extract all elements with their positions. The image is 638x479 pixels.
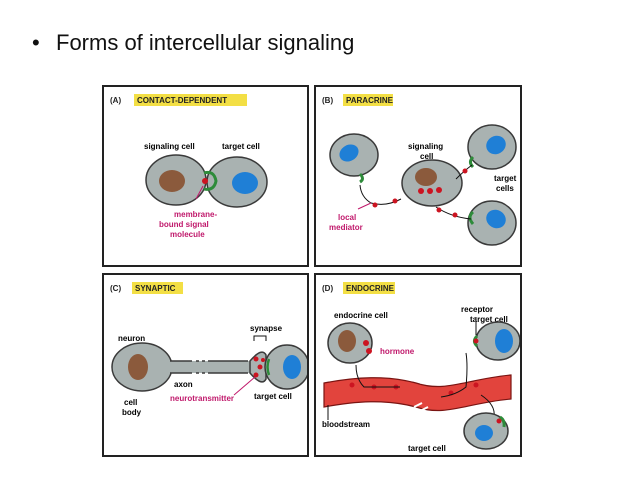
synapse-label: synapse [250, 324, 283, 333]
panel-b-tag: PARACRINE [346, 96, 394, 105]
neurotransmitter-dot [253, 372, 259, 378]
receptor-left [358, 172, 364, 184]
endocrine-nucleus [338, 330, 356, 352]
neurotransmitter-dot [261, 358, 265, 362]
neuron-nucleus [128, 354, 148, 380]
endocrine-cell-label: endocrine cell [334, 311, 388, 320]
panel-endocrine: (D) ENDOCRINE endocrine cell receptor ta… [314, 273, 522, 457]
hormone-dot [366, 348, 372, 354]
synaptic-receptor [266, 358, 271, 376]
local-mediator-label-2: mediator [329, 223, 363, 232]
panel-d-tag: ENDOCRINE [346, 284, 395, 293]
synaptic-target-nucleus [283, 355, 301, 379]
bloodstream [323, 374, 512, 412]
bloodstream-break [413, 374, 429, 412]
panel-c-header-highlight [132, 282, 183, 294]
neurotransmitter-dot [257, 364, 263, 370]
receptor-top [469, 155, 475, 169]
mediator-dot [462, 168, 468, 174]
axon-label: axon [174, 380, 193, 389]
target-cell-nucleus [232, 172, 258, 194]
signal-molecule-label-3: molecule [170, 230, 205, 239]
mediator-dot [452, 212, 458, 218]
panel-contact-dependent: (A) CONTACT-DEPENDENT signaling cell tar… [102, 85, 309, 267]
signaling-figure: (A) CONTACT-DEPENDENT signaling cell tar… [102, 85, 522, 457]
panel-b-header-highlight [343, 94, 393, 106]
neurotransmitter-label: neurotransmitter [170, 394, 234, 403]
signal-molecule-label-1: membrane- [174, 210, 217, 219]
signal-pointer-line [195, 185, 204, 200]
neurotransmitter-pointer-line [233, 376, 256, 396]
panel-a-tag: CONTACT-DEPENDENT [137, 96, 227, 105]
target-cell-label: target cell [222, 142, 260, 151]
signaling-cell-label: signaling cell [144, 142, 195, 151]
membrane-bound-signal [202, 178, 208, 184]
panel-a-letter: (A) [110, 96, 121, 105]
endocrine-target-nucleus-bottom [475, 425, 493, 441]
signaling-cell-nucleus [159, 170, 185, 192]
endocrine-target-nucleus-top [495, 329, 513, 353]
hormone-arrow-to-top-target [440, 352, 468, 398]
mediator-dot [372, 202, 378, 208]
slide-title-text: Forms of intercellular signaling [56, 30, 355, 55]
bullet-marker: • [32, 30, 40, 55]
mediator-pointer-line [357, 202, 372, 210]
neuron-label: neuron [118, 334, 145, 343]
paracrine-target-nucleus-left [339, 144, 359, 162]
local-mediator-label-1: local [338, 213, 356, 222]
paracrine-target-label-1: target [494, 174, 517, 183]
panel-b-letter: (B) [322, 96, 333, 105]
paracrine-target-nucleus-top [486, 135, 506, 155]
paracrine-target-label-2: cells [496, 184, 514, 193]
endocrine-receptor-bottom [499, 415, 506, 428]
signal-molecule-label-2: bound signal [159, 220, 209, 229]
neurotransmitter-dot [253, 356, 259, 362]
bound-hormone [473, 338, 479, 344]
target-cell-bottom-label: target cell [408, 444, 446, 453]
mediator-dot [436, 187, 442, 193]
hormone-dot [349, 382, 355, 388]
hormone-dot [363, 340, 369, 346]
hormone-label: hormone [380, 347, 415, 356]
bloodstream-label: bloodstream [322, 420, 370, 429]
target-cell-top-label: target cell [470, 315, 508, 324]
bound-hormone [496, 418, 502, 424]
paracrine-signaling-label-1: signaling [408, 142, 443, 151]
panel-d-letter: (D) [322, 284, 333, 293]
mediator-dot [427, 188, 433, 194]
cell-body-label-1: cell [124, 398, 137, 407]
panel-c-tag: SYNAPTIC [135, 284, 176, 293]
receptor-bottom [468, 210, 475, 225]
slide-title: • Forms of intercellular signaling [32, 30, 354, 56]
paracrine-signaling-label-2: cell [420, 152, 433, 161]
axon [170, 361, 250, 373]
synaptic-target-cell-label: target cell [254, 392, 292, 401]
mediator-dot [392, 198, 398, 204]
hormone-path-arrow [355, 364, 400, 388]
synapse-bracket [253, 335, 267, 341]
panel-c-letter: (C) [110, 284, 121, 293]
panel-d-header-highlight [343, 282, 395, 294]
panel-paracrine: (B) PARACRINE signaling cell target cell… [314, 85, 522, 267]
contact-receptor [203, 170, 218, 191]
hormone-dot [473, 382, 479, 388]
panel-a-header-highlight [134, 94, 247, 106]
mediator-dot [436, 207, 442, 213]
receptor-label: receptor [461, 305, 493, 314]
paracrine-signaling-nucleus [415, 168, 437, 186]
paracrine-target-nucleus-bottom [486, 209, 506, 229]
mediator-dot [418, 188, 424, 194]
cell-body-label-2: body [122, 408, 142, 417]
panel-synaptic: (C) SYNAPTIC neuron synapse axon cell bo… [102, 273, 309, 457]
